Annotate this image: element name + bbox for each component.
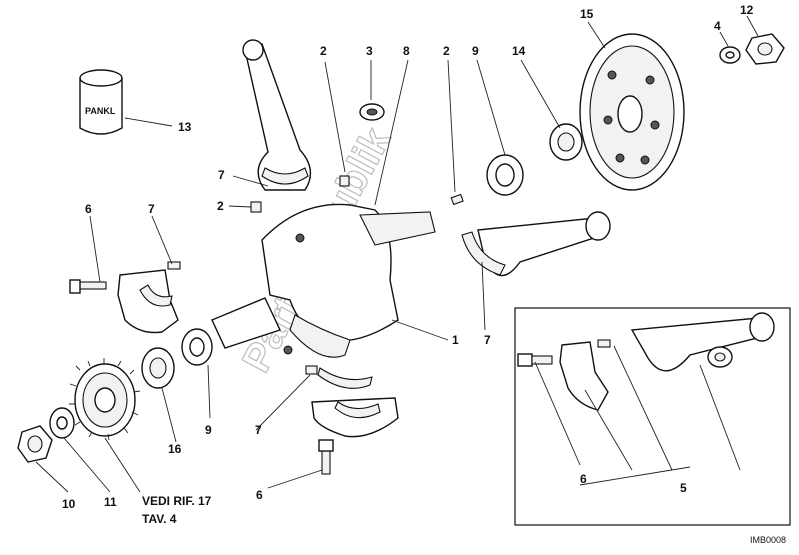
part-11-washer[interactable] [49, 407, 75, 439]
inset-small-end-bushing[interactable] [707, 346, 733, 368]
callout-5: 5 [680, 481, 687, 495]
inset-bearing-cap[interactable] [559, 341, 609, 411]
part-14-hub[interactable] [549, 123, 583, 161]
callout-8: 8 [403, 44, 410, 58]
part-2-pin-a[interactable] [339, 175, 350, 187]
part-10-nut[interactable] [17, 425, 53, 463]
callout-2: 2 [320, 44, 327, 58]
inset-connecting-rod[interactable] [630, 312, 775, 372]
part-16-bearing[interactable] [141, 347, 175, 389]
part-6-bolt-left[interactable] [69, 279, 107, 294]
callout-12: 12 [740, 3, 754, 17]
callout-6: 6 [85, 202, 92, 216]
part-bearing-cap-lower[interactable] [311, 397, 399, 438]
part-13-oil-filter[interactable]: PANKL [79, 69, 123, 135]
callout-labels: 1 2 2 2 3 4 5 6 6 6 7 7 7 7 8 9 9 10 11 … [62, 3, 754, 511]
callout-7: 7 [255, 423, 262, 437]
callout-7: 7 [484, 333, 491, 347]
callout-6: 6 [580, 472, 587, 486]
callout-1: 1 [452, 333, 459, 347]
inset-dowel[interactable] [597, 339, 611, 348]
callout-2: 2 [443, 44, 450, 58]
drawing-code: IMB0008 [750, 535, 786, 545]
callout-9: 9 [205, 423, 212, 437]
callout-14: 14 [512, 44, 526, 58]
reference-note-line1: VEDI RIF. 17 [142, 494, 212, 508]
callout-11: 11 [104, 495, 117, 509]
part-2-pin-c[interactable] [450, 193, 464, 206]
inset-bolt[interactable] [517, 353, 553, 367]
callout-7: 7 [218, 168, 225, 182]
inset-frame [514, 307, 791, 526]
part-connecting-rod-right[interactable] [461, 211, 611, 277]
leader-lines [35, 15, 759, 493]
callout-13: 13 [178, 120, 192, 134]
callout-10: 10 [62, 497, 76, 511]
callout-4: 4 [714, 19, 721, 33]
part-7-dowel-left[interactable] [167, 261, 181, 270]
part-3-bushing[interactable] [359, 103, 385, 121]
part-1-crankshaft[interactable] [211, 203, 436, 358]
part-timing-gear[interactable] [69, 358, 141, 441]
filter-brand-label: PANKL [85, 106, 116, 116]
callout-16: 16 [168, 442, 182, 456]
callout-15: 15 [580, 7, 594, 21]
part-15-flywheel[interactable] [579, 33, 685, 191]
part-7-dowel-lower[interactable] [305, 365, 318, 375]
callout-9: 9 [472, 44, 479, 58]
part-bearing-cap-left[interactable] [117, 269, 179, 334]
part-9-washer-upper[interactable] [486, 154, 524, 196]
part-2-pin-b[interactable] [250, 201, 262, 213]
part-12-nut[interactable] [745, 33, 785, 65]
part-9-washer-lower[interactable] [181, 328, 213, 366]
callout-2: 2 [217, 199, 224, 213]
part-4-washer[interactable] [719, 46, 741, 64]
reference-note-line2: TAV. 4 [142, 512, 177, 526]
part-bearing-shell-lower[interactable] [317, 367, 373, 389]
part-connecting-rod-upper[interactable] [242, 39, 312, 191]
callout-7: 7 [148, 202, 155, 216]
callout-6: 6 [256, 488, 263, 502]
part-6-bolt-lower[interactable] [318, 439, 334, 475]
callout-3: 3 [366, 44, 373, 58]
